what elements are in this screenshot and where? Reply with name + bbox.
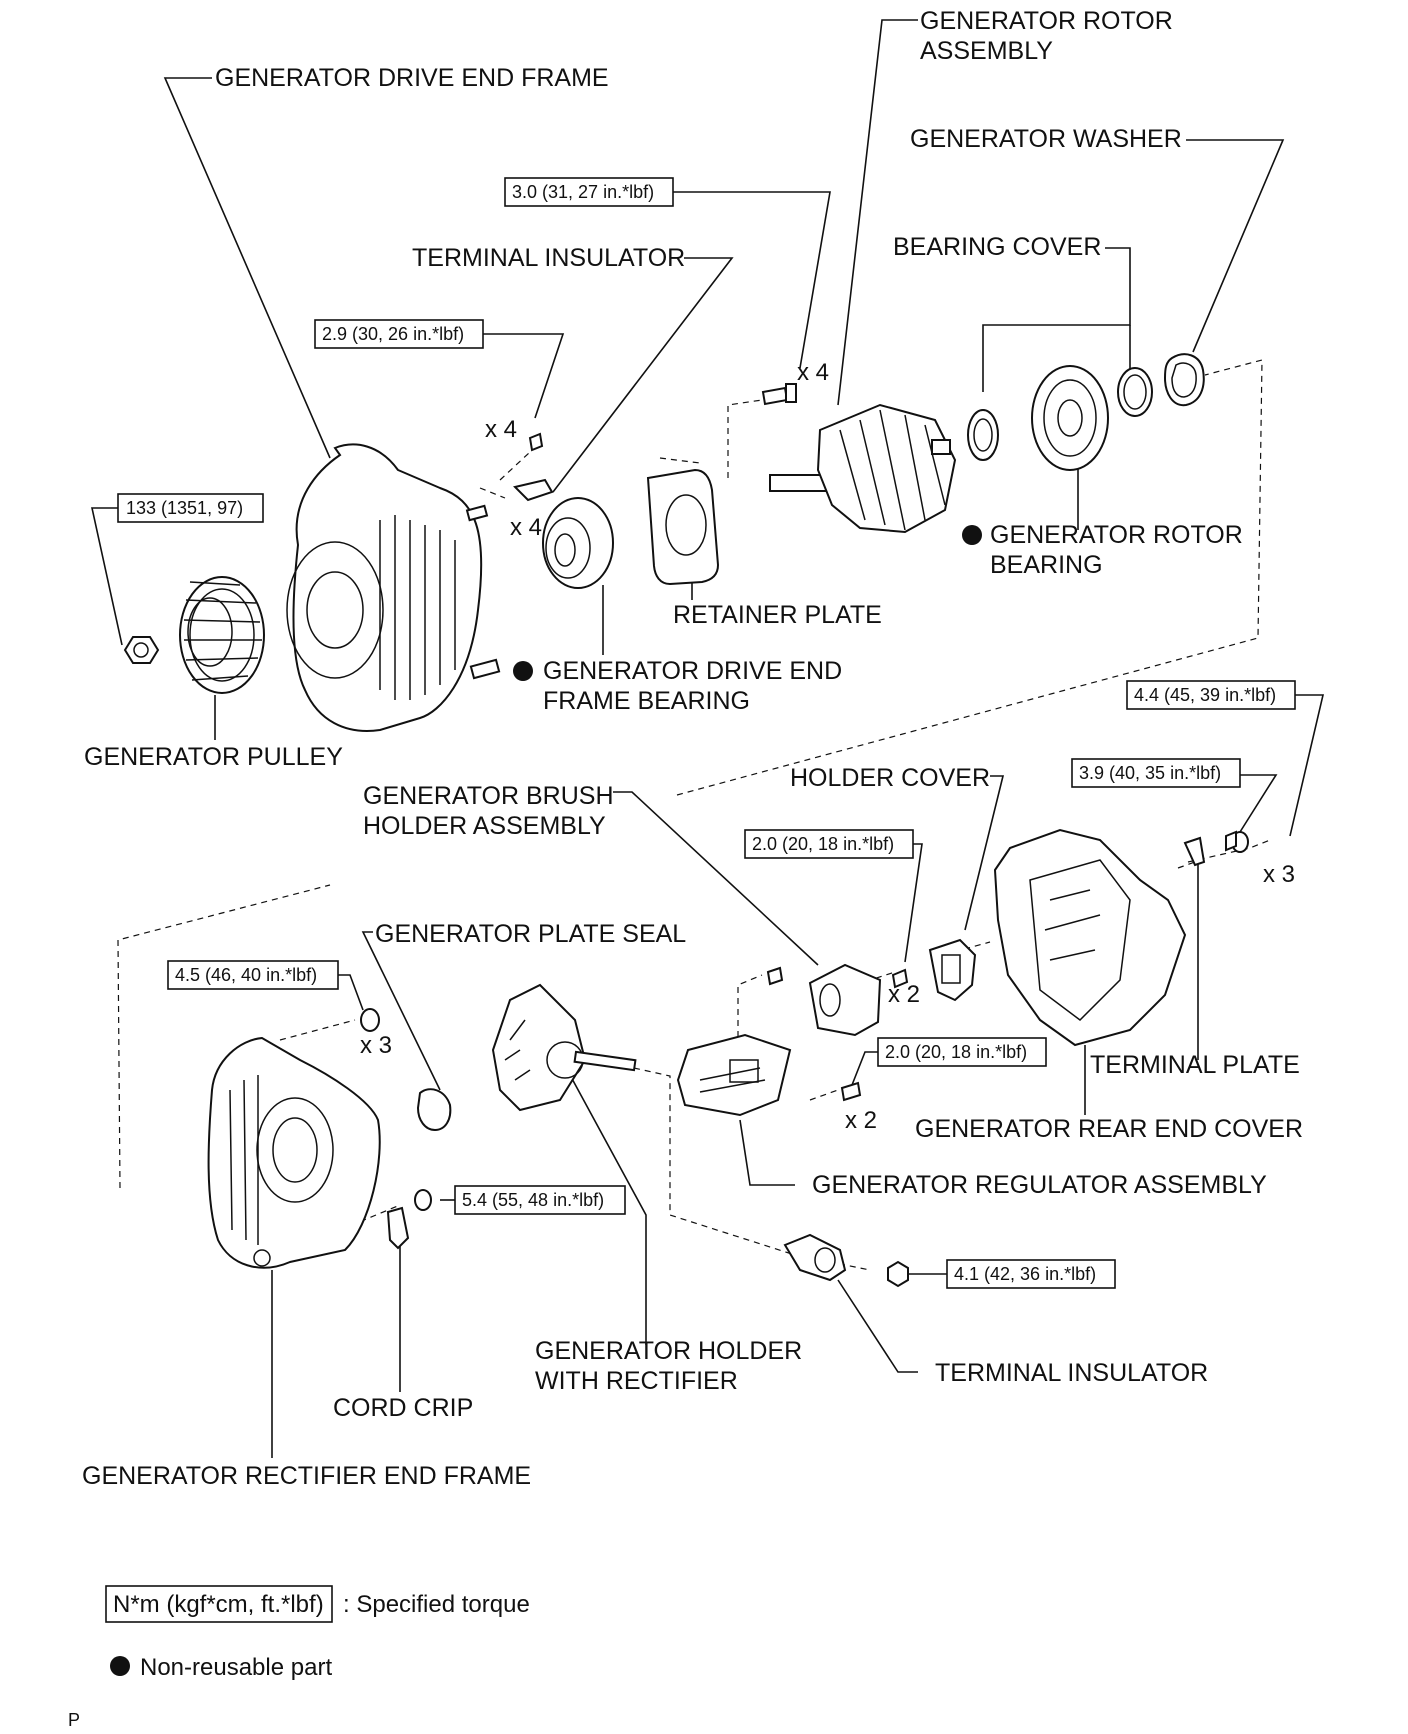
label-plate-seal: GENERATOR PLATE SEAL [375, 920, 686, 948]
legend-torque-box [105, 1585, 333, 1623]
count-regulator-screws: x 2 [845, 1107, 877, 1134]
label-holder-rectifier-line2: WITH RECTIFIER [535, 1367, 738, 1395]
label-cord-clip: CORD CRIP [333, 1394, 473, 1422]
label-drive-end-bearing-line2: FRAME BEARING [543, 687, 750, 715]
torque-t3-text: 133 (1351, 97) [126, 498, 243, 518]
label-holder-rectifier-line1: GENERATOR HOLDER [535, 1337, 802, 1365]
bolt-drive-end-part [528, 432, 544, 452]
rotor-bearing-part [1031, 365, 1109, 471]
label-holder-cover: HOLDER COVER [790, 764, 990, 792]
label-drive-end-frame: GENERATOR DRIVE END FRAME [215, 64, 609, 92]
label-brush-holder-line1: GENERATOR BRUSH [363, 782, 614, 810]
regulator-part [676, 1033, 792, 1117]
label-drive-end-bearing-line1: GENERATOR DRIVE END [543, 657, 842, 685]
torque-t2-text: 2.9 (30, 26 in.*lbf) [322, 324, 464, 344]
nonreusable-marker-rotor-bearing [962, 525, 982, 545]
label-rectifier-end-frame: GENERATOR RECTIFIER END FRAME [82, 1462, 531, 1490]
label-bearing-cover: BEARING COVER [893, 233, 1101, 261]
legend: N*m (kgf*cm, ft.*lbf) : Specified torque… [68, 1585, 530, 1730]
torque-box-t6: 2.0 (20, 18 in.*lbf) [744, 829, 914, 859]
label-rotor-bearing-line2: BEARING [990, 551, 1103, 579]
rotor-bolt-part [761, 383, 797, 406]
label-washer: GENERATOR WASHER [910, 125, 1182, 153]
torque-box-t7: 4.5 (46, 40 in.*lbf) [167, 960, 339, 990]
torque-box-t5: 3.9 (40, 35 in.*lbf) [1071, 758, 1241, 788]
torque-box-t10: 4.1 (42, 36 in.*lbf) [946, 1259, 1116, 1289]
count-rotor-bolts: x 4 [797, 359, 829, 386]
drive-end-frame-part [286, 443, 501, 732]
count-terminal-insulators: x 4 [510, 514, 542, 541]
count-frame-bolts: x 4 [485, 416, 517, 443]
rear-end-cover-part [993, 828, 1187, 1047]
terminal-insulator-top-part [513, 478, 554, 502]
torque-box-t4: 4.4 (45, 39 in.*lbf) [1126, 680, 1296, 710]
label-terminal-plate: TERMINAL PLATE [1090, 1051, 1300, 1079]
leader-lines [91, 19, 1325, 1458]
holder-cover-part [928, 938, 977, 1002]
torque-t1-text: 3.0 (31, 27 in.*lbf) [512, 182, 654, 202]
rotor-assembly-part [769, 403, 957, 534]
label-rotor-assembly-line1: GENERATOR ROTOR [920, 7, 1173, 35]
count-rear-cover-nuts: x 3 [1263, 861, 1295, 888]
label-rotor-assembly-line2: ASSEMBLY [920, 37, 1053, 65]
torque-box-t8: 2.0 (20, 18 in.*lbf) [877, 1037, 1047, 1067]
torque-t5-text: 3.9 (40, 35 in.*lbf) [1079, 763, 1221, 783]
count-rectifier-frame-nuts: x 3 [360, 1032, 392, 1059]
torque-box-t3: 133 (1351, 97) [117, 493, 264, 523]
terminal-plate-part [1183, 836, 1206, 867]
rectifier-end-frame-part [207, 1036, 381, 1269]
brush-holder-part [808, 963, 882, 1037]
footer-code: P [68, 1710, 80, 1730]
torque-box-t2: 2.9 (30, 26 in.*lbf) [314, 319, 484, 349]
part-labels: GENERATOR DRIVE END FRAME GENERATOR ROTO… [82, 7, 1303, 1490]
plate-seal-part [416, 1088, 452, 1132]
torque-t4-text: 4.4 (45, 39 in.*lbf) [1134, 685, 1276, 705]
torque-t10-text: 4.1 (42, 36 in.*lbf) [954, 1264, 1096, 1284]
torque-t8-text: 2.0 (20, 18 in.*lbf) [885, 1042, 1027, 1062]
label-regulator: GENERATOR REGULATOR ASSEMBLY [812, 1171, 1267, 1199]
drive-end-bearing-part [542, 497, 614, 589]
pulley-nut-part [123, 636, 160, 664]
torque-t6-text: 2.0 (20, 18 in.*lbf) [752, 834, 894, 854]
retainer-plate-part [646, 468, 720, 586]
pulley-part [179, 576, 265, 694]
count-holder-screws: x 2 [888, 981, 920, 1008]
nonreusable-marker-drive-end-bearing [513, 661, 533, 681]
label-rear-end-cover: GENERATOR REAR END COVER [915, 1115, 1303, 1143]
torque-t9-text: 5.4 (55, 48 in.*lbf) [462, 1190, 604, 1210]
legend-nonreusable-desc: Non-reusable part [140, 1654, 332, 1681]
torque-t7-text: 4.5 (46, 40 in.*lbf) [175, 965, 317, 985]
terminal-insulator-bottom-part [783, 1233, 909, 1288]
legend-torque-unit: N*m (kgf*cm, ft.*lbf) [113, 1591, 324, 1618]
regulator-bolts-part [766, 966, 909, 1102]
torque-box-t9: 5.4 (55, 48 in.*lbf) [454, 1185, 626, 1215]
holder-with-rectifier-part [491, 983, 637, 1112]
torque-box-t1: 3.0 (31, 27 in.*lbf) [504, 177, 674, 207]
rectifier-frame-nut-part [360, 1008, 380, 1032]
label-rotor-bearing-line1: GENERATOR ROTOR [990, 521, 1243, 549]
label-pulley: GENERATOR PULLEY [84, 743, 343, 771]
cord-clip-part [386, 1189, 432, 1250]
bearing-cover-part [1117, 367, 1153, 417]
label-terminal-insulator-bottom: TERMINAL INSULATOR [935, 1359, 1208, 1387]
legend-torque-desc: : Specified torque [343, 1591, 530, 1618]
bearing-cover-ring-part [967, 409, 999, 461]
label-brush-holder-line2: HOLDER ASSEMBLY [363, 812, 606, 840]
label-retainer-plate: RETAINER PLATE [673, 601, 882, 629]
label-terminal-insulator-top: TERMINAL INSULATOR [412, 244, 685, 272]
legend-nonreusable-dot [110, 1656, 130, 1676]
washer-part [1163, 353, 1205, 407]
rear-cover-nuts-part [1225, 830, 1249, 853]
